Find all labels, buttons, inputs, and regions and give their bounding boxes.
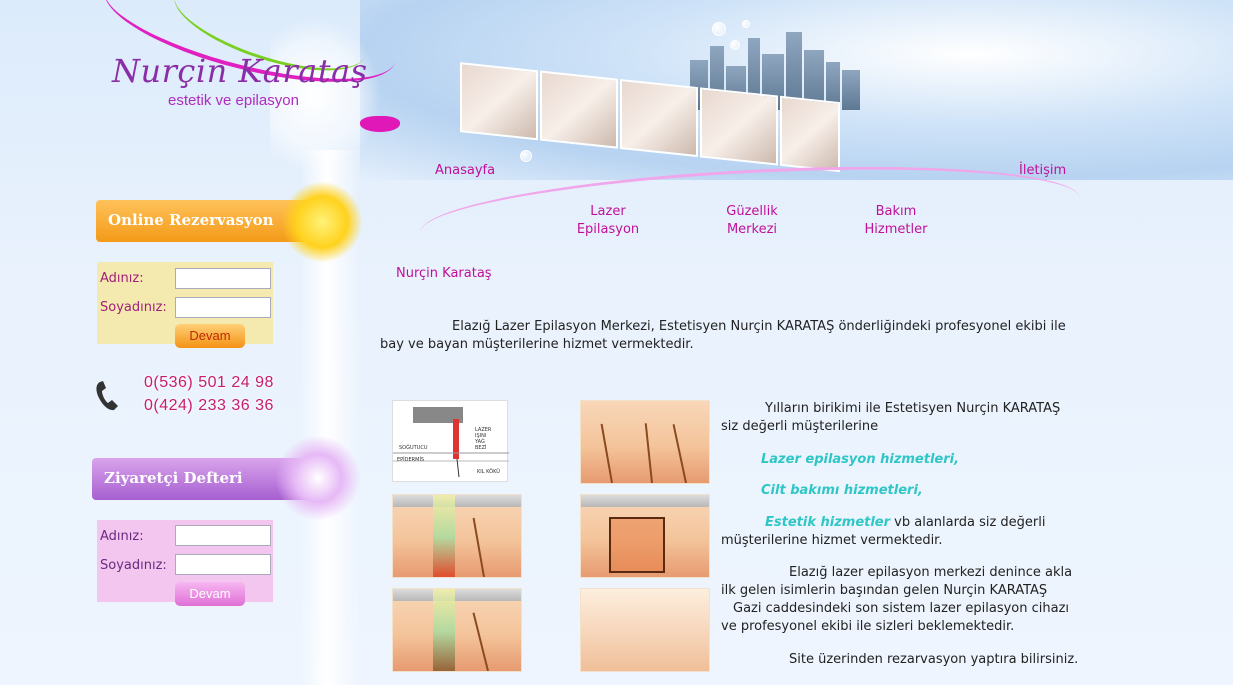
spa-photo: [540, 70, 618, 149]
intro-paragraph: Elazığ Lazer Epilasyon Merkezi, Estetisy…: [380, 319, 1066, 352]
guestbook-banner: Ziyaretçi Defteri: [92, 458, 312, 500]
laser-anatomy-diagram: LAZER IŞINI YAĞ BEZİ SOĞUTUCU EPİDERMİS …: [392, 400, 509, 482]
sketch-label-cooler: SOĞUTUCU: [399, 445, 428, 451]
service-skincare: Cilt bakımı hizmetleri,: [761, 483, 923, 498]
paragraph-center-line2: Gazi caddesindeki son sistem lazer epila…: [721, 601, 1070, 634]
paragraph-services-rest: vb alanlarda siz değerli müşterilerine h…: [721, 515, 1046, 548]
reservation-submit-button[interactable]: Devam: [175, 324, 245, 348]
yellow-lily-icon: [282, 182, 362, 262]
bubble-decoration: [520, 150, 532, 162]
bubble-decoration: [742, 20, 750, 28]
logo-title[interactable]: Nurçin Karataş: [112, 52, 368, 90]
sketch-label-root: KIL KÖKÜ: [477, 469, 500, 475]
spa-photo: [460, 62, 538, 141]
nav-contact[interactable]: İletişim: [1019, 163, 1067, 178]
spa-photo: [620, 78, 698, 158]
laser-heat-diagram: [580, 494, 710, 578]
laser-beam: [433, 495, 455, 577]
bubble-decoration: [730, 40, 740, 50]
guestbook-name-input[interactable]: [175, 525, 271, 546]
nav-care-services[interactable]: Bakım Hizmetler: [860, 203, 932, 239]
spa-photo: [780, 95, 840, 173]
smooth-skin-diagram: [580, 588, 710, 672]
hair-strand: [644, 423, 653, 483]
bubble-decoration: [712, 22, 726, 36]
service-laser: Lazer epilasyon hizmetleri,: [761, 452, 960, 467]
nav-beauty-center[interactable]: Güzellik Merkezi: [718, 203, 786, 239]
hair-strand: [600, 423, 613, 483]
reservation-form: Adınız: Soyadınız: Devam: [97, 262, 273, 348]
spa-photo: [700, 87, 778, 166]
laser-treatment-diagram: [392, 494, 522, 578]
nav-laser-line1: Lazer: [590, 204, 626, 219]
nav-beauty-line1: Güzellik: [726, 204, 778, 219]
sketch-label-laser: LAZER: [475, 427, 492, 433]
hair-strand: [472, 612, 489, 671]
sketch-label-beam: IŞINI: [475, 433, 487, 439]
laser-sketch-drawing: [393, 407, 509, 478]
laser-head: [393, 495, 521, 507]
laser-head: [581, 495, 709, 507]
sketch-label-gland: BEZİ: [475, 445, 487, 451]
paragraph-center-line1: Elazığ lazer epilasyon merkezi denince a…: [721, 565, 1073, 598]
city-skyline-image: [680, 30, 880, 110]
hair-follicle-diagram: [580, 400, 710, 484]
reservation-name-label: Adınız:: [100, 271, 144, 286]
phone-number-1: 0(536) 501 24 98: [144, 374, 274, 391]
nav-home[interactable]: Anasayfa: [435, 163, 496, 178]
paragraph-experience: Yılların birikimi ile Estetisyen Nurçin …: [721, 401, 1061, 434]
guestbook-submit-button[interactable]: Devam: [175, 582, 245, 606]
page-title: Nurçin Karataş: [396, 266, 492, 281]
hair-strand: [672, 424, 687, 483]
heat-zone: [609, 517, 665, 573]
paragraph-reservation: Site üzerinden rezarvasyon yaptıra bilir…: [789, 652, 1079, 667]
paragraph-services: Estetik hizmetler vb alanlarda siz değer…: [721, 514, 1081, 550]
nav-beauty-line2: Merkezi: [726, 222, 778, 237]
laser-head: [393, 589, 521, 601]
phone-number-2: 0(424) 233 36 36: [144, 397, 274, 414]
reservation-surname-label: Soyadınız:: [100, 300, 167, 315]
logo-subtitle: estetik ve epilasyon: [168, 92, 299, 109]
reservation-surname-input[interactable]: [175, 297, 271, 318]
reservation-banner: Online Rezervasyon: [96, 200, 316, 242]
sketch-label-epidermis: EPİDERMİS: [397, 457, 425, 463]
nav-care-line2: Hizmetler: [864, 222, 928, 237]
guestbook-name-label: Adınız:: [100, 529, 144, 544]
hair-strand: [472, 517, 485, 577]
service-aesthetic: Estetik hizmetler: [765, 515, 891, 530]
woman-face-illustration: [270, 20, 380, 170]
nav-laser-epilation[interactable]: Lazer Epilasyon: [574, 203, 642, 239]
header-artwork: Nurçin Karataş estetik ve epilasyon: [0, 0, 1233, 260]
nav-care-line1: Bakım: [875, 204, 917, 219]
laser-beam: [433, 589, 455, 671]
nav-laser-line2: Epilasyon: [576, 222, 640, 237]
lips-logo-icon: [360, 116, 400, 132]
reservation-name-input[interactable]: [175, 268, 271, 289]
guestbook-surname-input[interactable]: [175, 554, 271, 575]
laser-destroy-diagram: [392, 588, 522, 672]
phone-icon: [96, 381, 118, 411]
guestbook-form: Adınız: Soyadınız: Devam: [97, 520, 273, 606]
purple-lily-icon: [276, 436, 360, 520]
sketch-label-oil: YAĞ: [475, 439, 485, 445]
guestbook-surname-label: Soyadınız:: [100, 558, 167, 573]
